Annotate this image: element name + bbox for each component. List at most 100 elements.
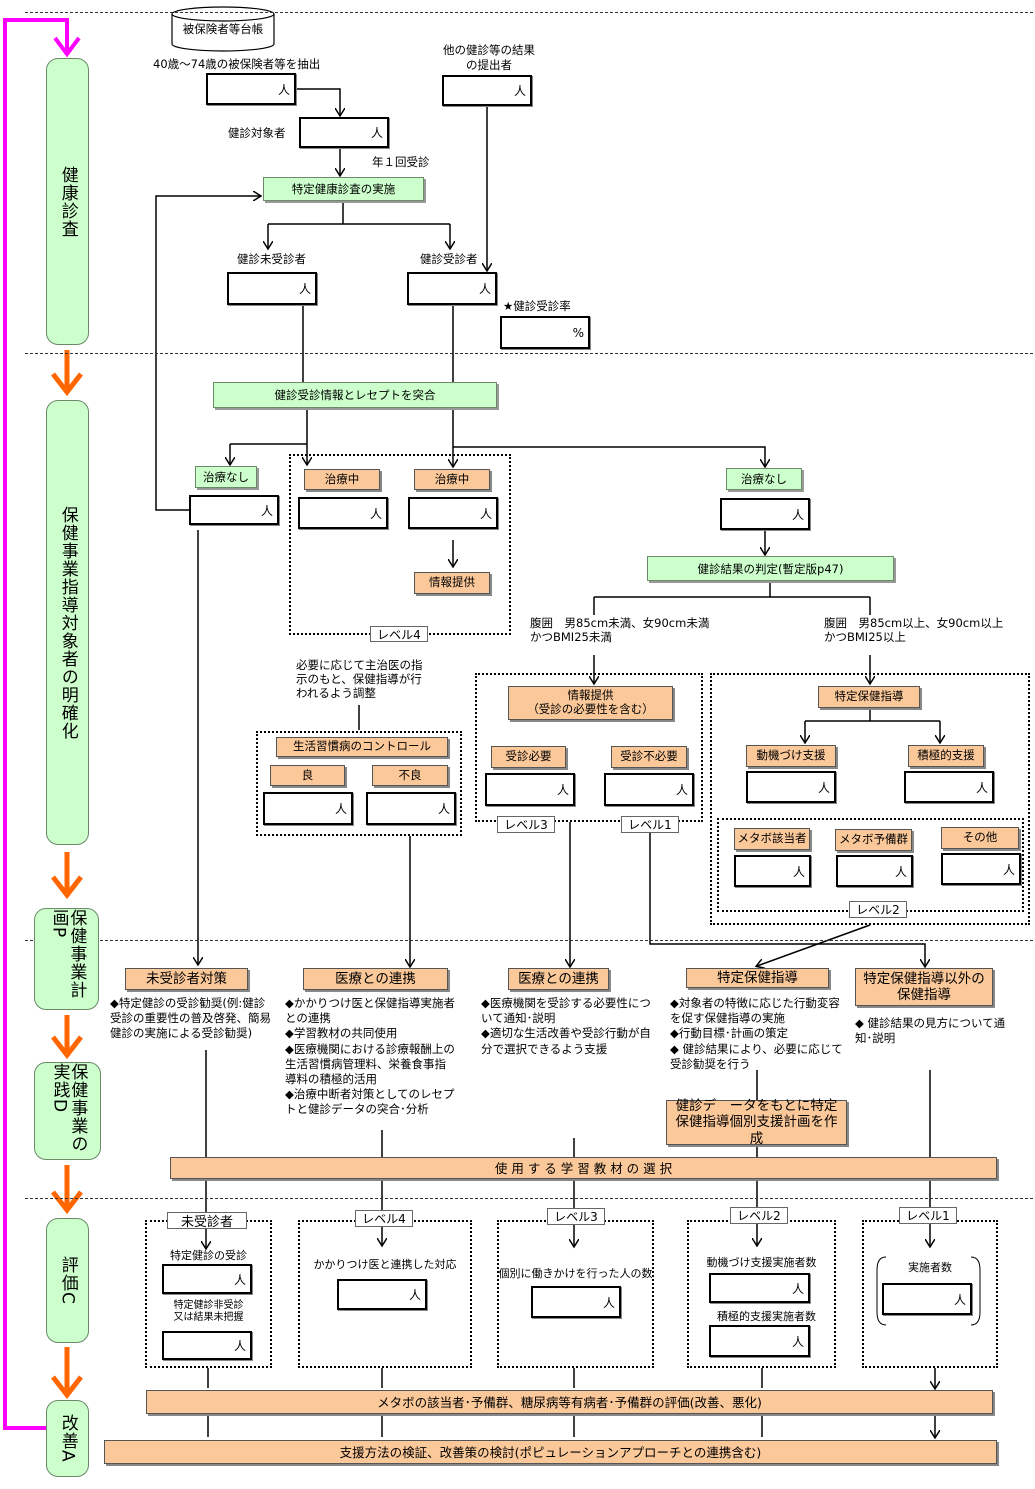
unit: 人 [233,1339,246,1353]
info-group [475,673,703,822]
unit: % [572,325,584,340]
other-results-label: 他の健診等の結果の提出者 [443,43,535,73]
motivation-box: 動機づけ支援 [746,745,836,767]
phase-identify: 保健事業指導対象者の明確化 [46,400,89,845]
unit: 人 [556,783,569,797]
eval-level4-label: レベル4 [355,1210,413,1227]
specific-guidance-title: 特定保健指導 [686,968,829,988]
implementers-label: 実施者数 [908,1261,952,1274]
medical-coop-2-title: 医療との連携 [508,968,609,990]
non-exam-measures-title: 未受診者対策 [125,968,248,990]
extracted-count-box[interactable]: 人 [206,73,296,105]
metabo-count[interactable]: 人 [734,855,811,887]
exam-box: 特定健康診査の実施 [263,177,424,201]
phase-do: 保健事業の実践D [34,1062,101,1160]
targets-label: 健診対象者 [228,126,286,140]
unit: 人 [298,282,311,296]
unit: 人 [479,506,492,521]
unit: 人 [513,84,526,98]
individual-plan-box: 健診デ ータをもとに特定保健指導個別支援計画を作成 [666,1098,847,1147]
in-treatment-2-count[interactable]: 人 [408,497,498,529]
info-visit-box: 情報提供 （受診の必要性を含む） [508,686,673,720]
pre-metabo-count[interactable]: 人 [836,855,913,887]
active-box: 積極的支援 [908,745,984,767]
unit: 人 [1002,862,1015,877]
other-results-count-box[interactable]: 人 [442,75,532,106]
review-bar: 支援方法の検証、改善策の検討(ポピュレーションアプローチとの連携含む) [104,1440,997,1464]
unit: 人 [817,780,830,795]
active-count-label: 積極的支援実施者数 [717,1310,816,1323]
phase-divider [25,353,1033,354]
level1-label: レベル1 [621,816,679,833]
unit: 人 [791,1281,804,1296]
active-count[interactable]: 人 [904,771,994,803]
above-criteria-label: 腹囲 男85cm以上、女90cm以上 かつBMI25以上 [824,616,1004,645]
medical-coop-2-text: ◆医療機関を受診する必要性について通知･説明 ◆適切な生活改善や受診行動が自分で… [481,996,651,1056]
motivation-eval-count[interactable]: 人 [709,1273,810,1303]
not-taken-count[interactable]: 人 [162,1331,252,1360]
unit: 人 [334,802,347,816]
non-examinees-count-box[interactable]: 人 [227,272,317,305]
phase-divider [25,12,1033,13]
in-treatment-1-count[interactable]: 人 [298,497,388,529]
exam-rate-box[interactable]: % [500,316,590,349]
unit: 人 [975,780,988,795]
bad-box: 不良 [372,765,448,786]
specific-group [710,673,1030,925]
phase-checkup: 健康診査 [46,58,89,345]
targets-count-box[interactable]: 人 [299,117,389,148]
other-guidance-title: 特定保健指導以外の保健指導 [855,968,993,1006]
visit-needed-box: 受診必要 [491,746,566,768]
phase-plan: 保健事業計画P [34,908,99,1010]
unit: 人 [894,864,907,879]
feedback-loop-line [3,18,81,1430]
unit: 人 [260,503,273,518]
bad-count[interactable]: 人 [366,792,456,825]
phase-divider [25,940,1033,941]
pre-metabo-box: メタボ予備群 [835,829,912,851]
level3-label: レベル3 [497,816,555,833]
level3-eval-text: 個別に働きかけを行った人の数 [498,1267,653,1280]
unit: 人 [791,507,804,522]
active-eval-count[interactable]: 人 [709,1325,810,1357]
unit: 人 [675,783,688,797]
non-exam-measures-text: ◆特定健診の受診勧奨(例:健診受診の重要性の普及啓発、簡易健診の実施による受診勧… [110,996,271,1041]
motivation-count[interactable]: 人 [746,771,836,803]
visit-needed-count[interactable]: 人 [485,773,575,806]
level3-eval-count[interactable]: 人 [531,1286,621,1318]
no-treatment-left-count[interactable]: 人 [189,495,279,525]
metabo-evaluation-bar: メタボの該当者･予備群、糖尿病等有病者･予備群の評価(改善、悪化) [146,1390,993,1414]
no-treatment-right-count[interactable]: 人 [720,498,810,530]
no-treatment-right: 治療なし [726,468,802,490]
good-count[interactable]: 人 [263,792,353,825]
unit: 人 [791,1334,804,1349]
implementers-count[interactable]: 人 [882,1283,972,1315]
no-treatment-left: 治療なし [195,466,257,488]
unit: 人 [233,1272,246,1287]
metabo-box: メタボ該当者 [734,828,810,850]
eval-non-exam-label: 未受診者 [167,1212,247,1230]
info-provision-box: 情報提供 [414,572,490,594]
examinees-label: 健診受診者 [420,252,478,266]
motivation-count-label: 動機づけ支援実施者数 [706,1256,817,1269]
non-examinees-label: 健診未受診者 [237,252,306,266]
in-treatment-1: 治療中 [304,469,380,490]
unit: 人 [277,82,290,97]
control-group [256,731,462,836]
specific-guidance-box: 特定保健指導 [818,686,920,708]
unit: 人 [370,126,383,140]
exam-taken-count[interactable]: 人 [162,1264,252,1294]
unit: 人 [792,864,805,879]
result-judgement-box: 健診結果の判定(暫定版p47) [647,556,894,581]
control-box: 生活習慣病のコントロール [276,737,448,757]
other-guidance-text: ◆ 健診結果の見方について通知･説明 [855,1016,1006,1046]
level4-eval-count[interactable]: 人 [337,1279,427,1310]
other-count[interactable]: 人 [941,853,1021,885]
exam-taken-label: 特定健診の受診 [170,1249,247,1262]
visit-unneeded-box: 受診不必要 [611,746,687,768]
below-criteria-label: 腹囲 男85cm未満、女90cm未満 かつBMI25未満 [530,616,710,645]
visit-unneeded-count[interactable]: 人 [604,773,694,806]
examinees-count-box[interactable]: 人 [407,272,497,305]
